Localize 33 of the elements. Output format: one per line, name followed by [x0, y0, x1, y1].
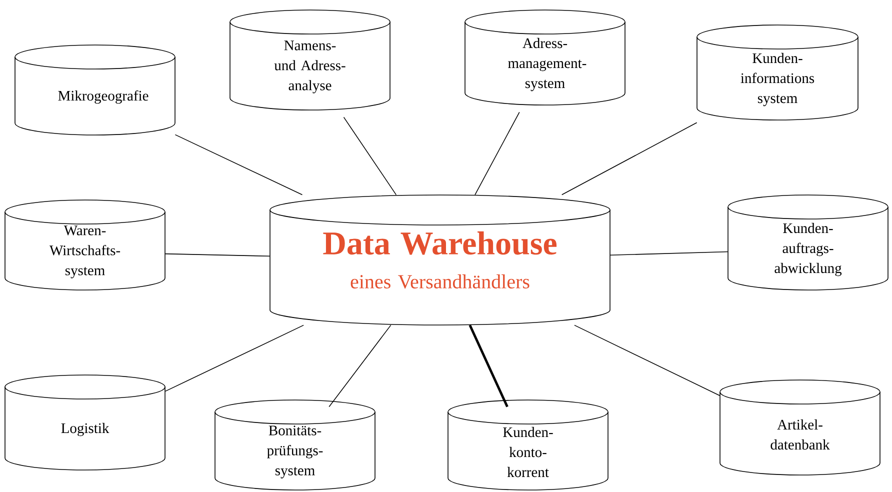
node-label: Logistik: [61, 422, 110, 436]
node-label: Mikrogeografie: [58, 90, 148, 104]
node-label: Kunden- konto- korrent: [503, 426, 553, 478]
database-cylinder: Bonitäts- prüfungs- system: [214, 400, 376, 490]
database-cylinder: Logistik: [4, 374, 166, 470]
warehouse-cylinder: Data Warehouse eines Versandhändlers: [270, 194, 610, 326]
database-cylinder: Kunden- konto- korrent: [448, 400, 608, 490]
database-cylinder: Artikel- datenbank: [720, 380, 880, 476]
database-cylinder: Namens- und Adress- analyse: [230, 10, 390, 110]
database-cylinder: Mikrogeografie: [14, 44, 176, 136]
connector-line: [164, 324, 304, 392]
connector-line: [561, 122, 698, 196]
node-label: Kunden- auftrags- abwicklung: [774, 222, 842, 276]
node-label: Artikel- datenbank: [770, 419, 830, 450]
connector-line: [610, 251, 728, 256]
connector-line: [468, 324, 508, 408]
connector-line: [174, 134, 303, 196]
node-label: Adress- management- system: [508, 38, 586, 92]
database-cylinder: Adress- management- system: [464, 10, 626, 106]
node-label: Namens- und Adress- analyse: [274, 40, 346, 94]
node-label: Waren- Wirtschafts- system: [49, 226, 120, 278]
database-cylinder: Kunden- informations system: [696, 24, 858, 120]
connector-line: [164, 253, 270, 257]
node-label: eines Versandhändlers: [350, 274, 530, 289]
connector-line: [328, 324, 392, 408]
connector-line: [474, 112, 520, 196]
node-label: Kunden- informations system: [740, 52, 814, 106]
connector-line: [343, 116, 397, 196]
database-cylinder: Waren- Wirtschafts- system: [4, 200, 166, 290]
database-cylinder: Kunden- auftrags- abwicklung: [728, 194, 888, 290]
connector-line: [574, 324, 720, 396]
node-label: Data Warehouse: [323, 231, 557, 255]
node-label: Bonitäts- prüfungs- system: [267, 426, 323, 478]
